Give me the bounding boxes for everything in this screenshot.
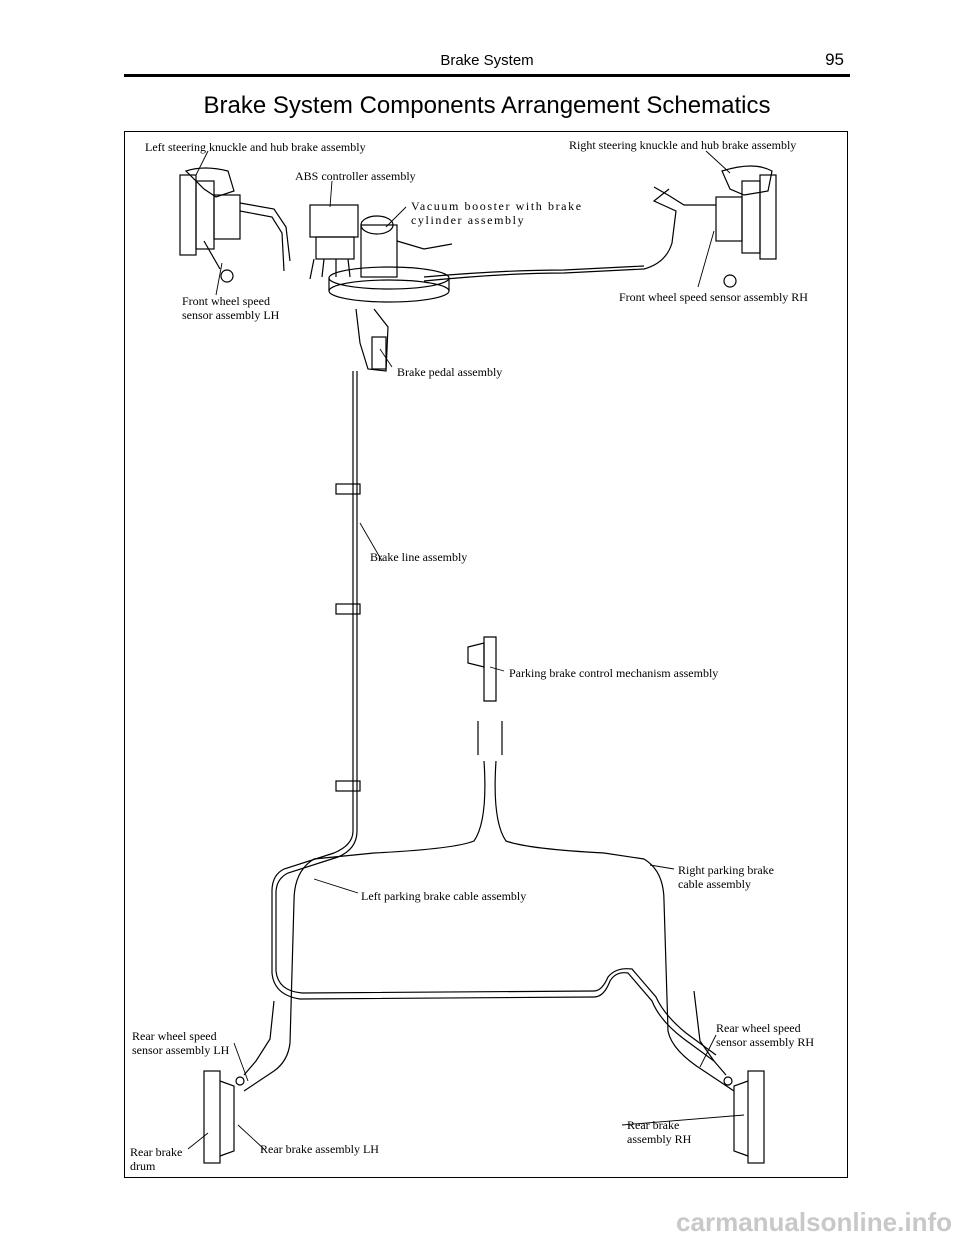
label-rear-brake-lh: Rear brake assembly LH xyxy=(260,1142,379,1156)
label-vacuum-booster: Vacuum booster with brake cylinder assem… xyxy=(411,199,583,227)
label-rear-sensor-rh: Rear wheel speed sensor assembly RH xyxy=(716,1021,814,1049)
page-header: Brake System 95 xyxy=(124,48,850,77)
label-right-parking-cable: Right parking brake cable assembly xyxy=(678,863,774,891)
watermark: carmanualsonline.info xyxy=(676,1207,952,1237)
label-front-sensor-rh: Front wheel speed sensor assembly RH xyxy=(619,290,808,304)
label-brake-line: Brake line assembly xyxy=(370,550,468,564)
left-front-knuckle-drawing xyxy=(179,167,291,283)
rear-lh-brake-drawing xyxy=(203,1000,275,1164)
section-title: Brake System xyxy=(440,52,534,69)
main-brake-line xyxy=(271,371,717,1062)
page-title: Brake System Components Arrangement Sche… xyxy=(203,92,771,119)
right-front-knuckle-drawing xyxy=(653,165,777,288)
parking-brake-drawing xyxy=(243,636,735,1092)
diagram-frame xyxy=(124,131,848,1178)
label-rear-sensor-lh: Rear wheel speed sensor assembly LH xyxy=(132,1029,230,1057)
brake-pedal-drawing xyxy=(355,308,389,372)
label-abs-controller: ABS controller assembly xyxy=(295,169,416,183)
label-right-steering-knuckle: Right steering knuckle and hub brake ass… xyxy=(569,138,797,152)
label-parking-brake-control: Parking brake control mechanism assembly xyxy=(509,666,719,680)
leader-lines xyxy=(187,150,745,1150)
label-front-sensor-lh: Front wheel speed sensor assembly LH xyxy=(182,294,280,322)
label-left-parking-cable: Left parking brake cable assembly xyxy=(361,889,527,903)
page-number: 95 xyxy=(825,50,844,69)
label-rear-brake-drum: Rear brake drum xyxy=(130,1145,183,1173)
label-brake-pedal: Brake pedal assembly xyxy=(397,365,503,379)
rear-rh-brake-drawing xyxy=(693,990,765,1164)
vacuum-booster-drawing xyxy=(328,215,453,303)
label-left-steering-knuckle: Left steering knuckle and hub brake asse… xyxy=(145,140,366,154)
abs-controller-drawing xyxy=(309,204,359,280)
brake-system-schematic xyxy=(179,150,777,1164)
front-cross-brake-line xyxy=(423,188,677,282)
label-rear-brake-rh: Rear brake assembly RH xyxy=(627,1118,692,1146)
